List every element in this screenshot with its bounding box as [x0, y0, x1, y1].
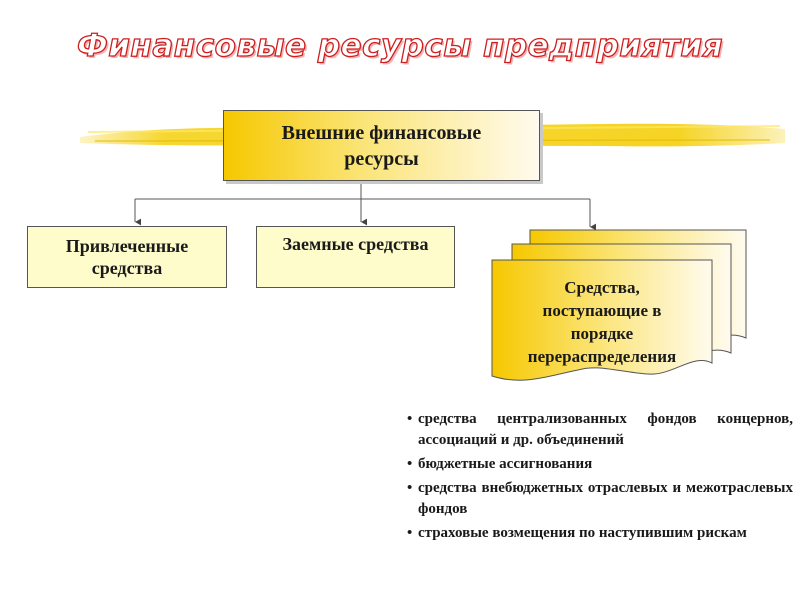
loaned-funds-label: Заемные средства — [282, 234, 429, 254]
list-item: •бюджетные ассигнования — [407, 456, 593, 472]
external-resources-line2: ресурсы — [344, 147, 419, 170]
redistribution-funds-text: Средства, поступающие в порядке перерасп… — [496, 276, 708, 368]
attracted-funds-box: Привлеченные средства — [27, 226, 227, 288]
loaned-funds-box: Заемные средства — [256, 226, 455, 288]
redistribution-line1: Средства, — [564, 278, 640, 297]
redistribution-line4: перераспределения — [527, 347, 677, 366]
list-item: •средства централизованных фондов концер… — [407, 411, 793, 448]
external-resources-line1: Внешние финансовые — [281, 121, 482, 144]
document-stack-icon — [491, 229, 747, 381]
redistribution-line3: порядке — [570, 324, 634, 343]
attracted-funds-line2: средства — [91, 258, 163, 278]
external-resources-box: Внешние финансовые ресурсы — [223, 110, 540, 181]
page-title: Финансовые ресурсы предприятия — [76, 27, 724, 64]
redistribution-bullet-list: •средства централизованных фондов концер… — [407, 409, 793, 547]
attracted-funds-line1: Привлеченные — [65, 236, 189, 256]
redistribution-line2: поступающие в — [542, 301, 662, 320]
list-item: •страховые возмещения по наступившим рис… — [407, 525, 747, 541]
list-item: •средства внебюджетных отраслевых и межо… — [407, 480, 793, 517]
